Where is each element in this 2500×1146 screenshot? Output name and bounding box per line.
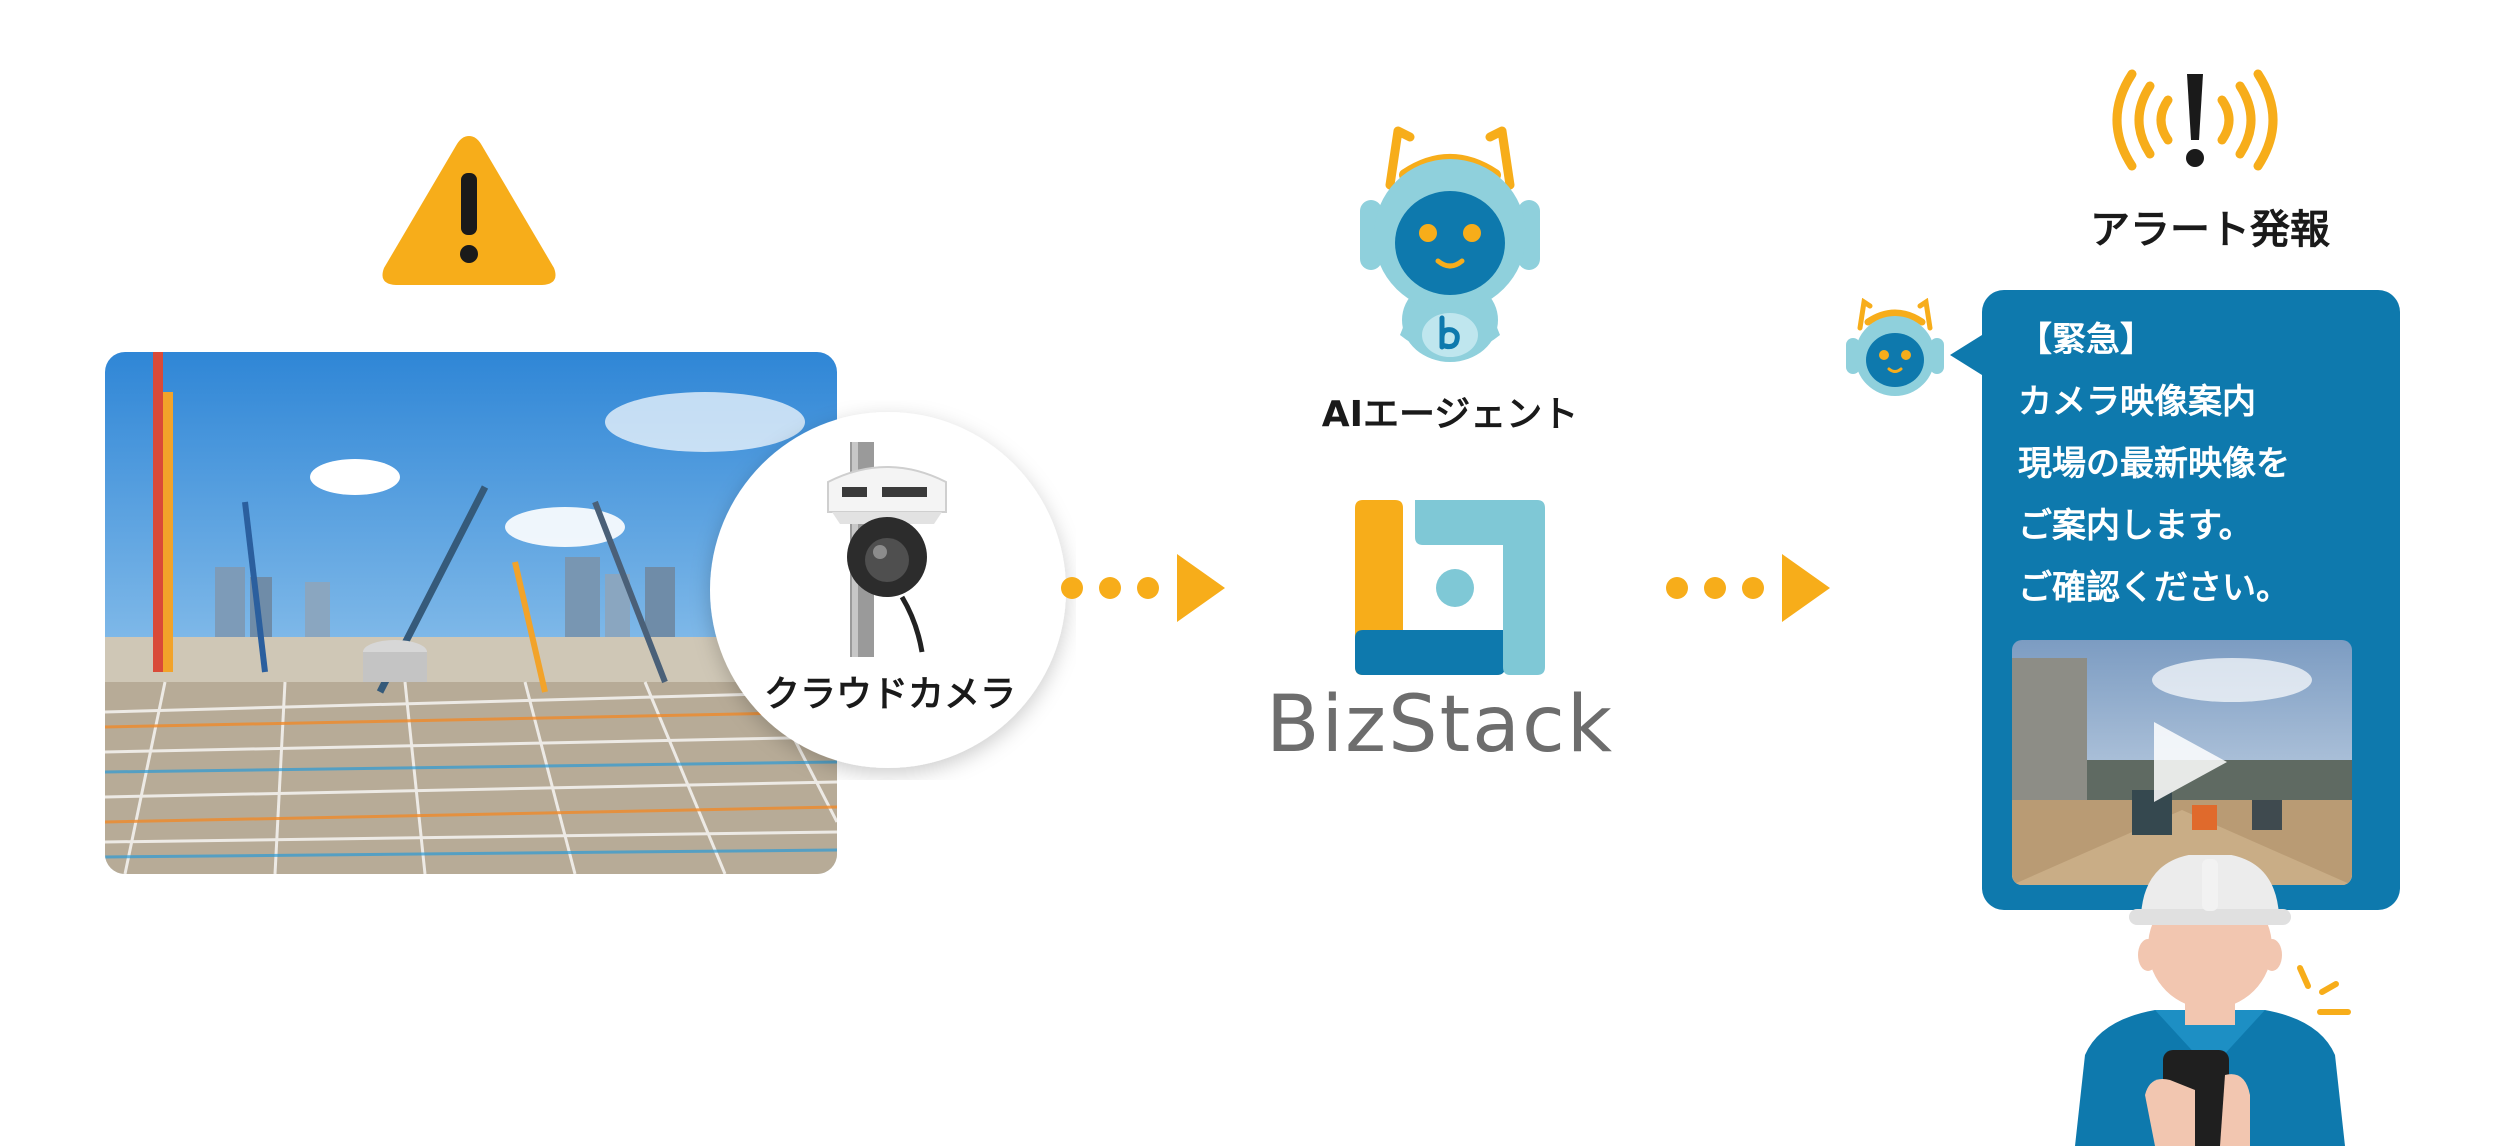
flow-arrow-1 (1061, 554, 1225, 622)
attention-marks (2297, 965, 2351, 1015)
alert-label: アラート発報 (2090, 207, 2330, 253)
robot-icon (1360, 126, 1540, 362)
camera-icon (827, 442, 947, 657)
alert-message-bubble: 【緊急】 カメラ映像案内 現場の最新映像を ご案内します。 ご確認ください。 (1982, 290, 2400, 910)
message-line: ご案内します。 (2018, 506, 2253, 546)
ai-agent-label: AIエージェント (1321, 394, 1579, 435)
alert-signal-icon (2112, 69, 2278, 171)
bubble-tail (1950, 330, 1990, 380)
video-thumbnail[interactable] (2012, 640, 2352, 885)
message-line: ご確認ください。 (2018, 568, 2290, 608)
message-line: カメラ映像案内 (2018, 382, 2256, 422)
worker-illustration (2075, 855, 2345, 1146)
robot-small-icon (1846, 298, 1944, 396)
play-icon (2154, 722, 2227, 802)
bizstack-brand-text: BizStack (1265, 680, 1615, 770)
message-line: 【緊急】 (2018, 320, 2154, 360)
flow-arrow-2 (1666, 554, 1830, 622)
bizstack-logo-icon (1355, 500, 1545, 675)
message-line: 現場の最新映像を (2018, 444, 2290, 484)
warning-triangle-icon (382, 136, 556, 285)
camera-label: クラウドカメラ (763, 674, 1016, 715)
